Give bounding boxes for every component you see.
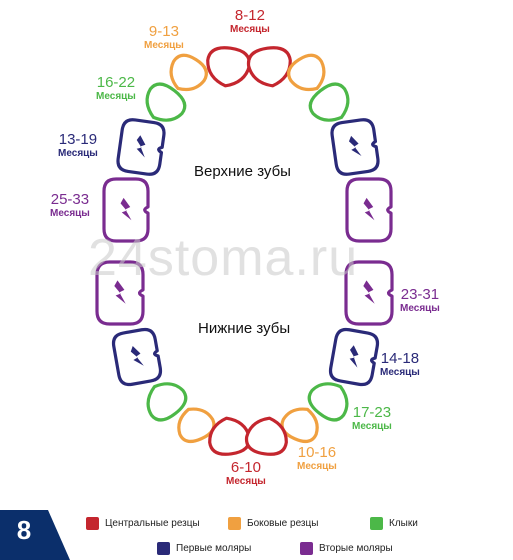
tooth-outline: [146, 382, 188, 422]
lower-central-incisor-left: [244, 416, 288, 456]
range-upper-second-molar: 25-33: [50, 191, 90, 208]
tooth-outline: [244, 416, 288, 456]
legend-label: Боковые резцы: [247, 518, 319, 529]
legend-item-canines: Клыки: [370, 517, 418, 530]
unit-lower-first-molar: Месяцы: [380, 367, 420, 378]
label-upper-canine: 16-22 Месяцы: [96, 75, 136, 102]
legend-label: Вторые моляры: [319, 543, 393, 554]
tooth-fissure: [114, 280, 126, 304]
figure-number: 8: [16, 515, 32, 545]
upper-teeth-title: Верхние зубы: [194, 163, 291, 180]
tooth-outline: [287, 53, 326, 92]
figure-badge: [0, 510, 70, 560]
label-upper-lateral: 9-13 Месяцы: [144, 24, 184, 51]
unit-lower-central: Месяцы: [226, 476, 266, 487]
legend-item-lateral-incisors: Боковые резцы: [228, 517, 318, 530]
upper-central-incisor-right: [206, 46, 252, 88]
tooth-outline: [308, 82, 350, 122]
unit-upper-canine: Месяцы: [96, 91, 136, 102]
label-lower-second-molar: 23-31 Месяцы: [400, 287, 440, 314]
tooth-outline: [307, 382, 349, 422]
tooth-outline: [206, 46, 252, 88]
range-upper-lateral: 9-13: [148, 23, 179, 40]
label-lower-first-molar: 14-18 Месяцы: [380, 351, 420, 378]
unit-lower-canine: Месяцы: [352, 421, 392, 432]
lower-second-molar-right: [95, 260, 145, 326]
range-upper-central: 8-12: [234, 7, 265, 24]
upper-lateral-incisor-right: [169, 53, 208, 92]
watermark: 24stoma.ru: [88, 229, 359, 287]
lower-second-molar-left: [344, 260, 394, 326]
tooth-fissure: [349, 345, 359, 368]
upper-second-molar-left: [345, 177, 393, 243]
range-lower-first-molar: 14-18: [380, 350, 420, 367]
lower-teeth-title: Нижние зубы: [198, 320, 291, 337]
label-upper-first-molar: 13-19 Месяцы: [58, 132, 98, 159]
tooth-outline: [246, 46, 292, 88]
upper-canine-left: [308, 82, 350, 122]
legend-swatch: [86, 517, 99, 530]
range-lower-central: 6-10: [230, 459, 261, 476]
label-lower-canine: 17-23 Месяцы: [352, 405, 392, 432]
lower-central-incisor-right: [208, 416, 252, 456]
legend-item-second-molars: Вторые моляры: [300, 542, 393, 555]
range-lower-canine: 17-23: [352, 404, 392, 421]
legend-item-central-incisors: Центральные резцы: [86, 517, 200, 530]
label-upper-second-molar: 25-33 Месяцы: [50, 192, 90, 219]
lower-canine-right: [146, 382, 188, 422]
range-upper-first-molar: 13-19: [58, 131, 98, 148]
tooth-fissure: [120, 197, 132, 221]
tooth-fissure: [363, 197, 375, 221]
legend-item-first-molars: Первые моляры: [157, 542, 251, 555]
upper-canine-right: [145, 82, 187, 122]
legend-swatch: [157, 542, 170, 555]
tooth-fissure: [363, 280, 375, 304]
unit-upper-lateral: Месяцы: [144, 40, 184, 51]
legend-swatch: [228, 517, 241, 530]
tooth-fissure: [130, 346, 144, 366]
legend-label: Первые моляры: [176, 543, 252, 554]
upper-first-molar-left: [330, 118, 380, 176]
tooth-outline: [208, 416, 252, 456]
legend-swatch: [370, 517, 383, 530]
lower-first-molar-right: [111, 327, 163, 387]
tooth-outline: [169, 53, 208, 92]
label-lower-central: 6-10 Месяцы: [226, 460, 266, 487]
lower-first-molar-left: [328, 327, 380, 387]
label-lower-lateral: 10-16 Месяцы: [297, 445, 337, 472]
unit-upper-first-molar: Месяцы: [58, 148, 98, 159]
upper-second-molar-right: [102, 177, 150, 243]
upper-central-incisor-left: [246, 46, 292, 88]
upper-first-molar-right: [116, 118, 166, 176]
label-upper-central: 8-12 Месяцы: [230, 8, 270, 35]
legend-label: Центральные резцы: [105, 518, 200, 529]
unit-upper-second-molar: Месяцы: [50, 208, 90, 219]
range-upper-canine: 16-22: [96, 74, 136, 91]
tooth-outline: [280, 407, 319, 444]
legend-swatch: [300, 542, 313, 555]
unit-lower-lateral: Месяцы: [297, 461, 337, 472]
lower-lateral-incisor-left: [280, 407, 319, 444]
tooth-fissure: [348, 135, 362, 156]
lower-canine-left: [307, 382, 349, 422]
legend-label: Клыки: [389, 518, 418, 529]
upper-lateral-incisor-left: [287, 53, 326, 92]
tooth-fissure: [136, 135, 146, 158]
teeth-group: [95, 46, 394, 456]
tooth-outline: [145, 82, 187, 122]
unit-lower-second-molar: Месяцы: [400, 303, 440, 314]
unit-upper-central: Месяцы: [230, 24, 270, 35]
range-lower-second-molar: 23-31: [400, 286, 440, 303]
range-lower-lateral: 10-16: [297, 444, 337, 461]
